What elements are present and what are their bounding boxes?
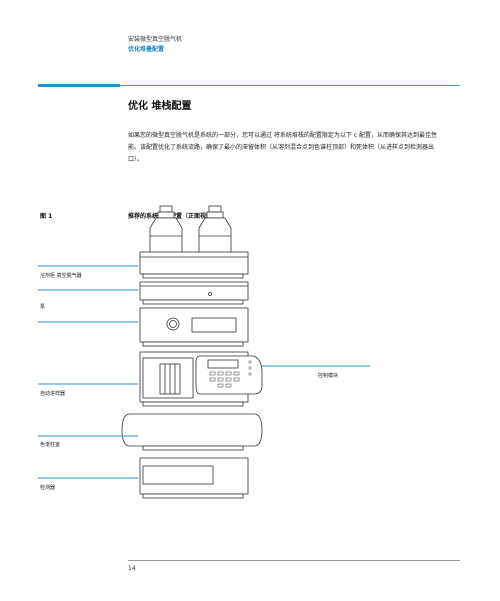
callout-label-detector: 检测器 [40, 485, 56, 491]
pump-module [139, 307, 249, 347]
running-header-section: 优化堆叠配置 [128, 46, 165, 53]
solvent-bottle-left-icon [149, 205, 183, 259]
callout-label-control-module: 控制模块 [318, 373, 339, 379]
callout-label-autosampler: 自动进样器 [40, 391, 66, 397]
vacuum-degasser-module [139, 281, 249, 305]
footer-rule [128, 560, 460, 561]
running-header-title: 安装微型真空脱气机 [128, 36, 183, 43]
solvent-cabinet-module [139, 251, 249, 279]
page-title: 优化 堆栈配置 [128, 101, 192, 112]
callout-label-pump: 泵 [40, 304, 46, 310]
column-compartment-module [121, 413, 263, 451]
callout-label-column-compartment: 色谱柱室 [40, 442, 61, 448]
callout-label-solvent-degasser: 溶剂柜 真空脱气器 [40, 273, 82, 279]
body-paragraph: 如果您的微型真空脱气机是系统的一部分，您可以通过 将系统堆栈的配置限定为以下 c… [128, 132, 438, 163]
solvent-bottle-right-icon [198, 205, 232, 259]
figure-label: 图 1 [40, 213, 53, 220]
section-rule [120, 85, 460, 86]
section-rule-accent [38, 84, 120, 87]
control-module-keypad-icon [195, 355, 263, 395]
page-number: 14 [128, 565, 136, 572]
detector-module [139, 457, 249, 499]
